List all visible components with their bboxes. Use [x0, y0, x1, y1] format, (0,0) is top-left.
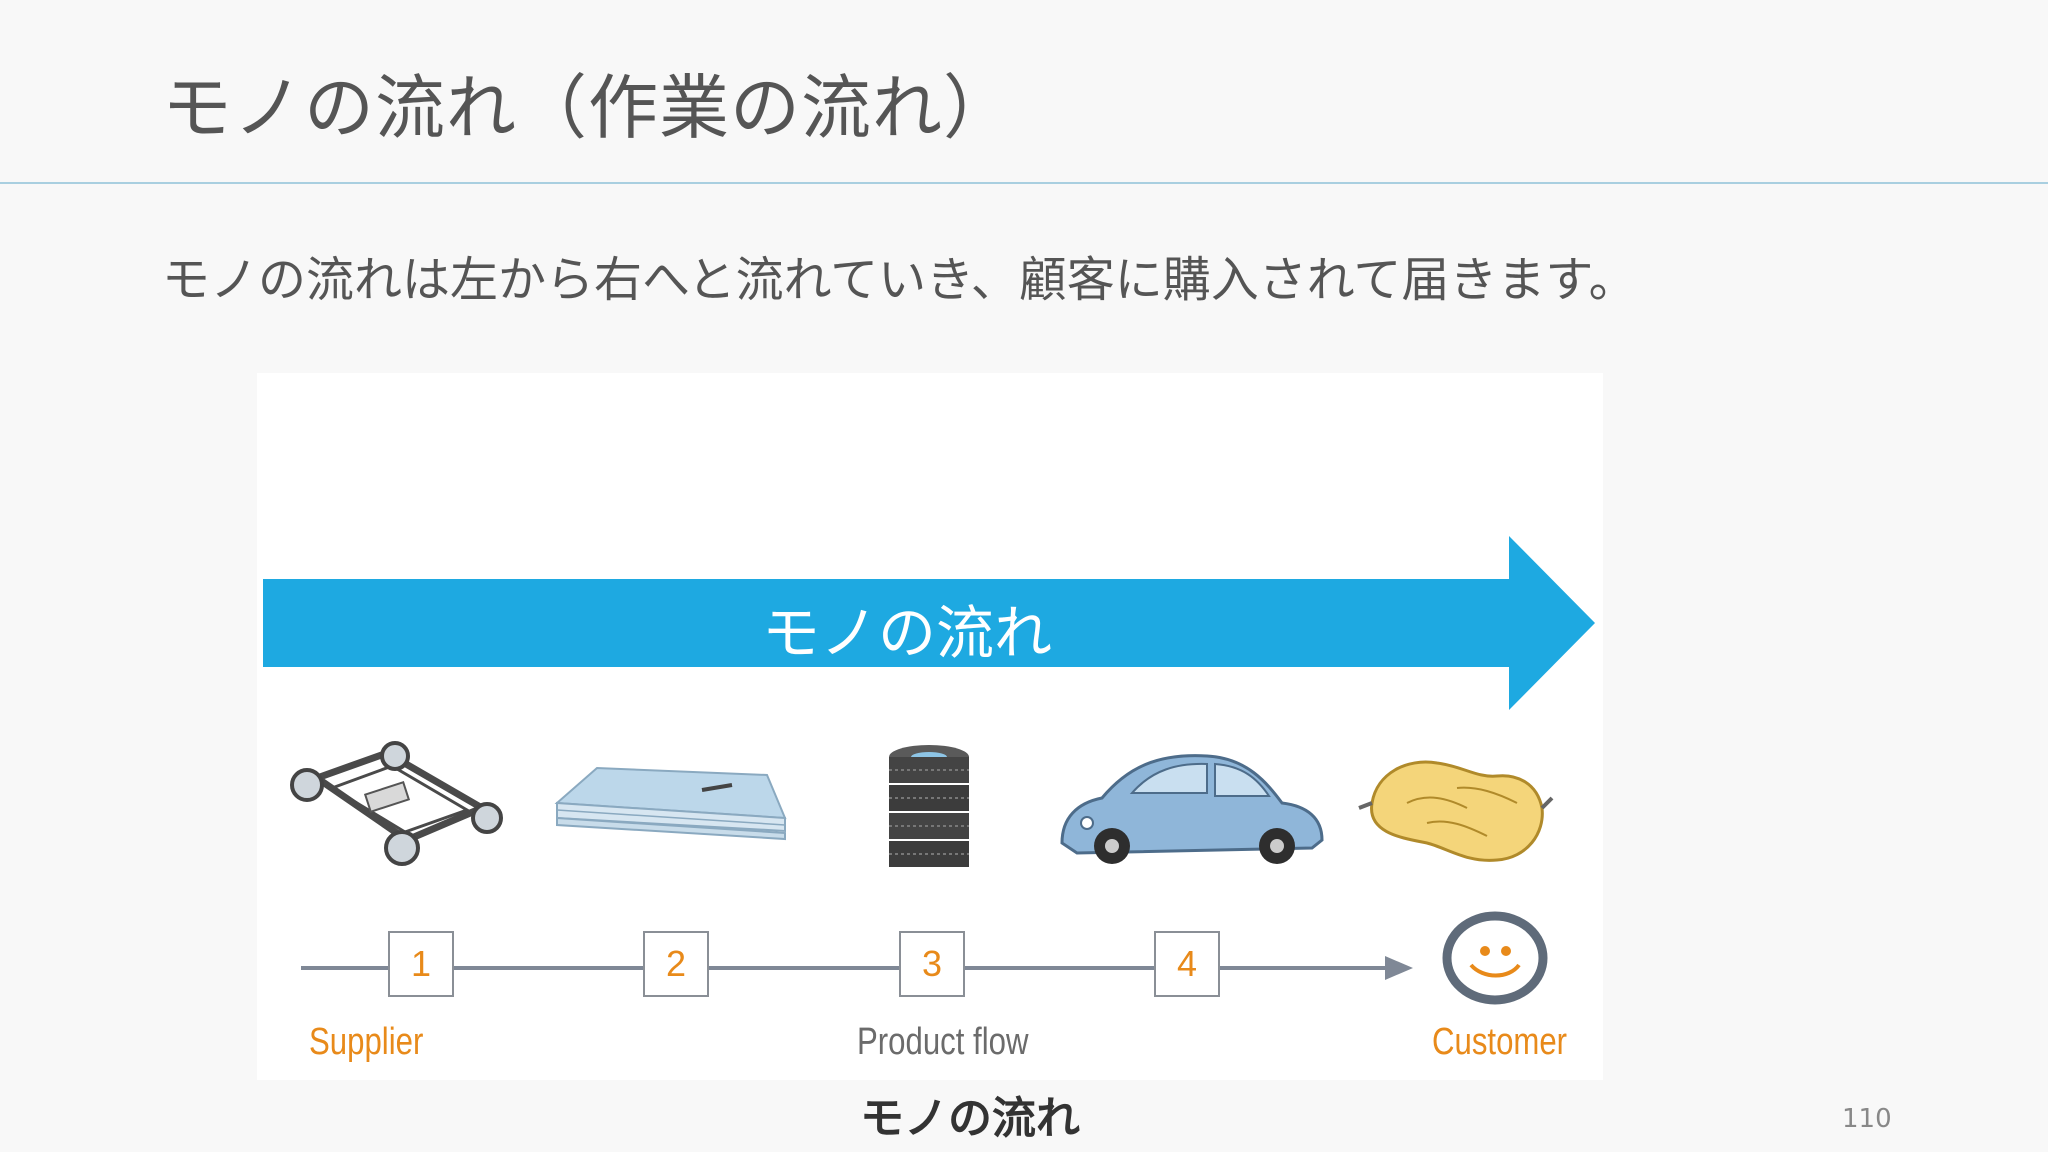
product-flow-figure: モノの流れ 1 2 3 4 Supplier Product flow Cust… [257, 373, 1603, 1080]
tire-stack-illustration [889, 745, 969, 867]
smiley-customer-icon [1442, 911, 1548, 1005]
product-flow-label: Product flow [857, 1021, 1029, 1063]
supplier-label: Supplier [309, 1021, 424, 1063]
step-number-1: 1 [410, 943, 432, 984]
title-divider [0, 182, 2048, 184]
handshake-illustration [1358, 760, 1554, 862]
car-illustration [1060, 754, 1324, 864]
step-box-2 [643, 931, 709, 997]
chassis-illustration [290, 741, 503, 866]
flow-diagram [263, 536, 1595, 1005]
step-box-1 [388, 931, 454, 997]
figure-caption: モノの流れ [860, 1093, 1080, 1144]
step-number-4: 4 [1176, 943, 1198, 984]
step-box-3 [899, 931, 965, 997]
sheet-metal-illustration [554, 766, 787, 841]
page-number: 110 [1842, 1104, 1892, 1134]
customer-label: Customer [1432, 1021, 1568, 1063]
process-arrowhead [1385, 956, 1413, 980]
flow-arrow [263, 536, 1595, 710]
step-number-2: 2 [665, 943, 687, 984]
step-box-4 [1154, 931, 1220, 997]
flow-arrow-label: モノの流れ [761, 599, 1052, 667]
step-number-3: 3 [921, 943, 943, 984]
slide-title: モノの流れ（作業の流れ） [162, 67, 1014, 149]
slide-body-text: モノの流れは左から右へと流れていき、顧客に購入されて届きます。 [162, 252, 1637, 308]
